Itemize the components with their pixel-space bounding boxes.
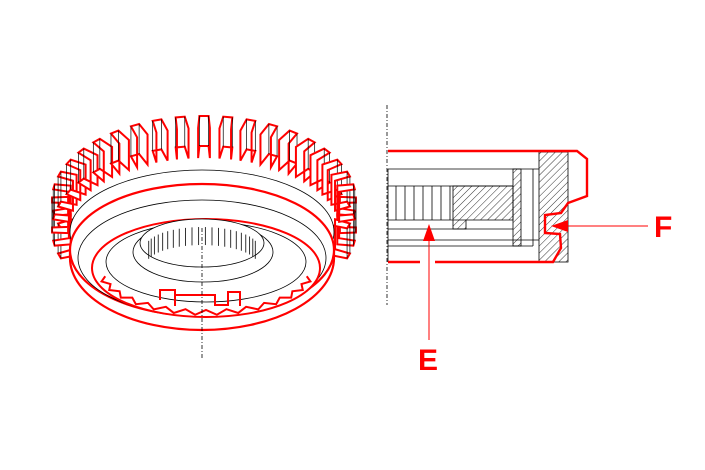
gear-tooth (174, 115, 190, 160)
gear-isometric-view (51, 115, 357, 360)
hatched-hub (452, 185, 514, 230)
gear-tooth (239, 118, 257, 163)
label-f: F (654, 211, 672, 244)
section-outline (388, 149, 589, 264)
inner-ring-teeth (99, 275, 313, 316)
hatched-sleeve (538, 151, 569, 263)
gear-tooth (91, 137, 114, 184)
gear-tooth (278, 129, 299, 177)
inner-ring-tooth-profile (99, 275, 313, 316)
arrow-left-icon (551, 220, 568, 232)
spline-stripes (395, 186, 451, 220)
callout-f: F (551, 211, 672, 244)
label-e: E (418, 344, 438, 377)
callout-e: E (418, 224, 438, 377)
shift-key-slot (159, 289, 241, 306)
gear-section-view (386, 105, 589, 305)
hatched-ring-thin (512, 168, 522, 247)
gear-tooth (197, 115, 211, 159)
gear-teeth (51, 115, 357, 260)
gear-tooth (76, 147, 99, 193)
gear-tooth (56, 170, 78, 213)
gear-tooth (218, 115, 234, 160)
gear-tooth (151, 118, 169, 163)
hub-splines (148, 227, 256, 259)
gear-tooth (64, 158, 87, 202)
arrow-up-icon (423, 224, 435, 241)
gear-tooth (109, 129, 130, 177)
